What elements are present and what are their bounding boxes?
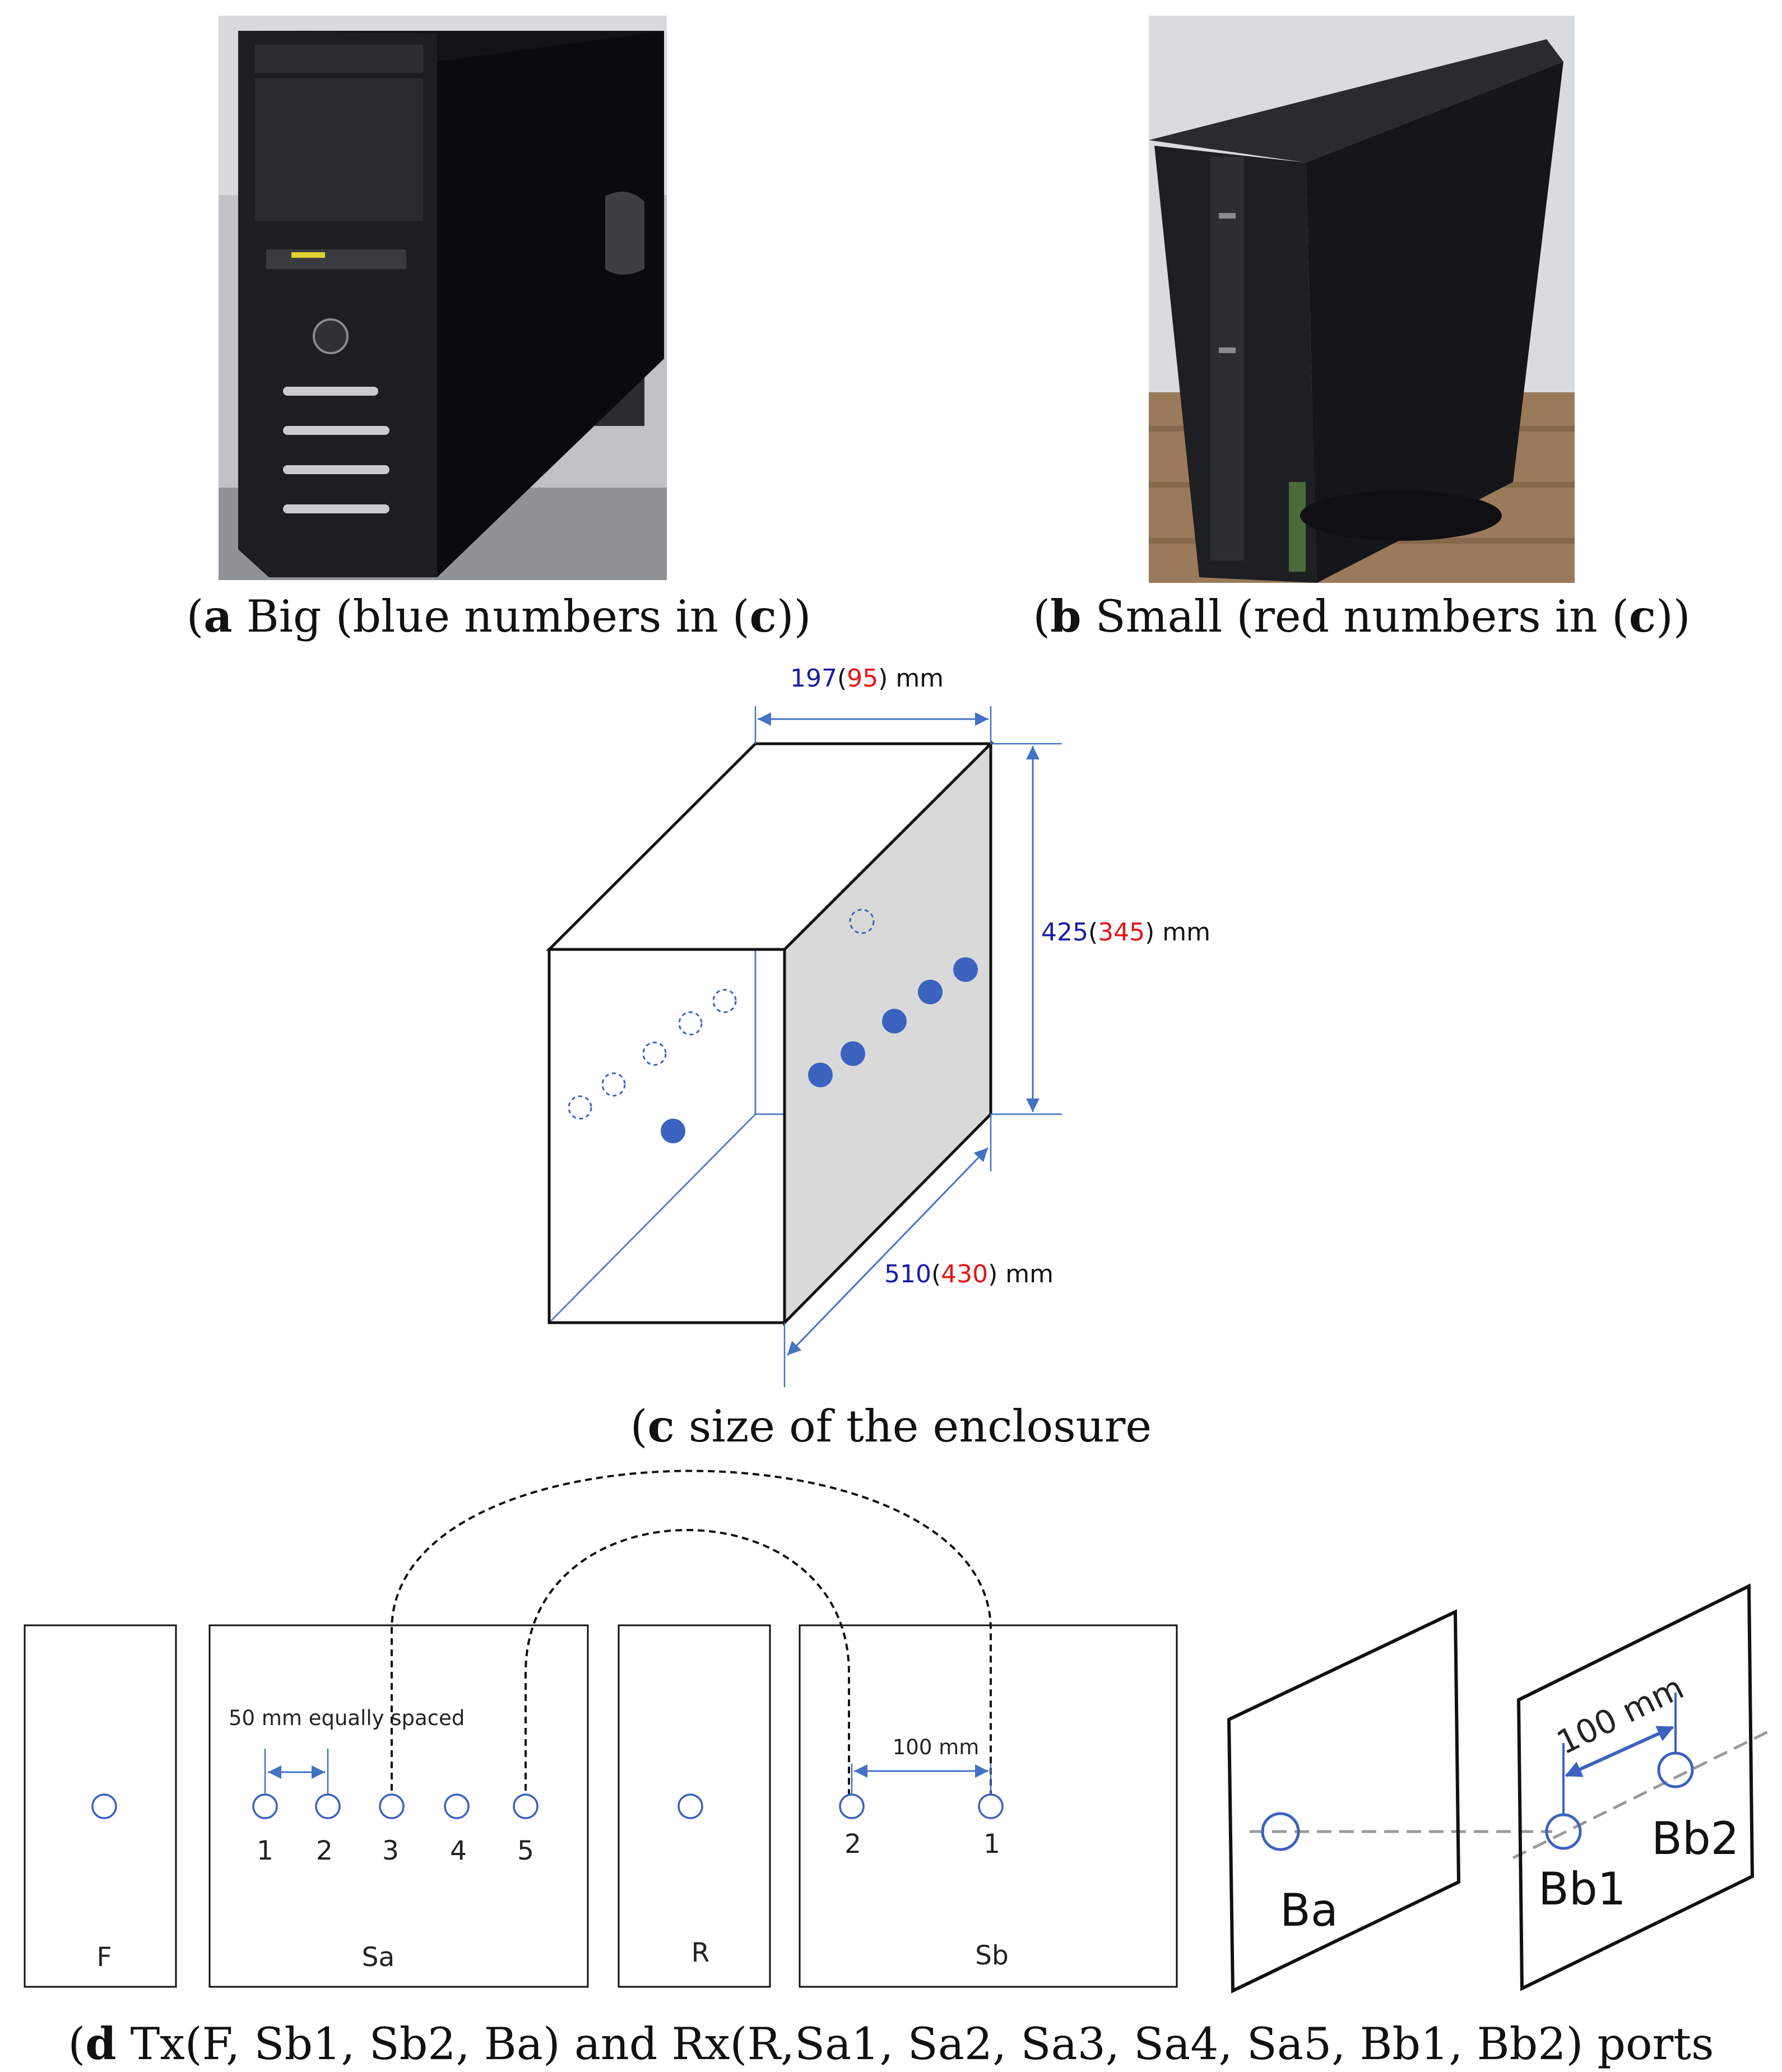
port-number: 1 <box>257 1835 273 1866</box>
port-Sa2 <box>315 1793 341 1819</box>
label-R: R <box>692 1937 710 1968</box>
dashed-port <box>642 1041 667 1066</box>
filled-port <box>661 1119 685 1143</box>
label-Ba: Ba <box>1280 1884 1338 1936</box>
bb-distance-arrow <box>1565 1726 1674 1777</box>
caption-b: (b Small (red numbers in (c)) <box>1033 590 1690 642</box>
enclosure-box-3d <box>545 740 995 1327</box>
height-dimension: 425(345) mm <box>991 743 1210 1115</box>
link-arc-sa3-sb1 <box>391 1470 992 1802</box>
panel-F: F <box>24 1624 177 1988</box>
port-Bb2 <box>1657 1751 1694 1788</box>
caption-c: (c size of the enclosure <box>630 1400 1152 1452</box>
dashed-port <box>568 1095 592 1120</box>
port-number: 2 <box>844 1829 861 1860</box>
filled-port <box>808 1063 833 1087</box>
port-R <box>677 1793 703 1819</box>
panel-B: 100 mm Ba Bb1 Bb2 <box>1227 1583 1775 1994</box>
label-F: F <box>96 1942 112 1973</box>
port-Ba <box>1261 1812 1300 1851</box>
caption-d: (d Tx(F, Sb1, Sb2, Ba) and Rx(R,Sa1, Sa2… <box>68 2018 1714 2070</box>
bb-distance: 100 mm <box>1551 1668 1690 1762</box>
dashed-port <box>601 1072 626 1097</box>
filled-port <box>953 957 978 982</box>
label-Sb: Sb <box>975 1940 1009 1971</box>
dashed-port <box>849 908 875 934</box>
spacing-note: 50 mm equally spaced <box>229 1706 465 1730</box>
photo-big-enclosure <box>219 16 667 580</box>
label-Bb2: Bb2 <box>1651 1813 1739 1865</box>
filled-port <box>918 980 943 1004</box>
panel-Sa: 50 mm equally spaced 1 2 3 4 5 Sa <box>208 1624 589 1988</box>
hidden-edge-depth <box>548 1113 757 1324</box>
panel-R: R <box>618 1624 771 1988</box>
dashed-port <box>712 989 737 1013</box>
port-number: 1 <box>983 1829 1000 1860</box>
side-face-ports <box>808 908 978 1087</box>
sb-distance: 100 mm <box>893 1735 979 1759</box>
port-number: 3 <box>382 1835 399 1866</box>
height-label: 425(345) mm <box>1041 918 1210 947</box>
port-Sa1 <box>252 1793 278 1819</box>
axis-line-tilted <box>1512 1727 1775 1860</box>
front-face <box>547 948 786 1324</box>
port-Sb1 <box>978 1793 1004 1819</box>
label-Sa: Sa <box>362 1942 395 1973</box>
port-Sa3 <box>379 1793 405 1819</box>
dashed-port <box>678 1011 703 1036</box>
caption-a: (a Big (blue numbers in (c)) <box>187 590 811 642</box>
port-Sb2 <box>839 1793 865 1819</box>
label-Bb1: Bb1 <box>1538 1863 1626 1915</box>
photo-small-enclosure <box>1149 16 1575 583</box>
panel-Ba <box>1227 1609 1461 1994</box>
depth-dimension: 510(430) mm <box>783 1114 1054 1387</box>
width-label: 197(95) mm <box>790 664 944 693</box>
port-number: 5 <box>517 1835 534 1866</box>
depth-label: 510(430) mm <box>884 1260 1054 1288</box>
port-Sa4 <box>444 1793 470 1819</box>
port-number: 2 <box>316 1835 333 1866</box>
panel-Sb: 100 mm 2 1 Sb <box>799 1624 1178 1988</box>
link-arc-sa5-sb2 <box>525 1529 850 1802</box>
front-face-ports <box>568 989 737 1143</box>
filled-port <box>882 1009 907 1033</box>
port-Sa5 <box>513 1793 539 1819</box>
panel-Bb <box>1516 1583 1755 1991</box>
port-number: 4 <box>450 1835 467 1866</box>
width-dimension: 197(95) mm <box>754 664 992 744</box>
port-F <box>91 1793 117 1819</box>
filled-port <box>841 1041 865 1066</box>
